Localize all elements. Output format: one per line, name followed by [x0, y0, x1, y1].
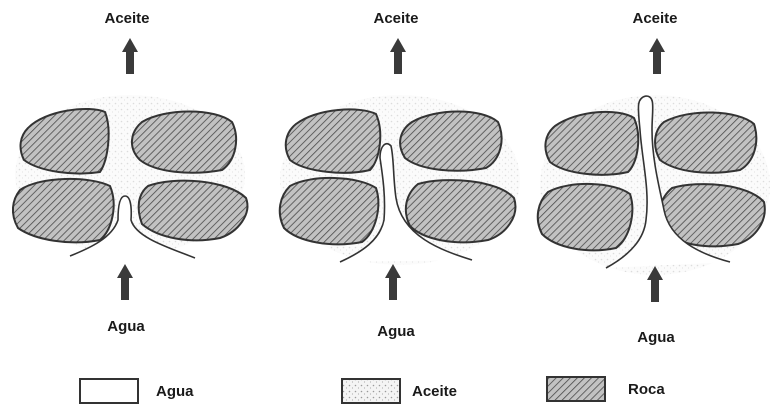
rock-grain [280, 178, 379, 244]
rock-grain [286, 109, 381, 172]
legend-label-oil: Aceite [412, 383, 457, 400]
rock-grain [655, 112, 756, 172]
panel-1-bottom-label: Agua [107, 318, 145, 335]
rock-grain [538, 184, 633, 250]
rock-grain [139, 181, 248, 241]
rock-grain [545, 112, 638, 175]
panel-3-top-label: Aceite [632, 10, 677, 27]
panel-3 [538, 95, 770, 275]
water-up-arrow [385, 264, 401, 300]
panel-3-bottom-label: Agua [637, 329, 675, 346]
rock-grain [132, 112, 236, 173]
rock-grain [21, 109, 109, 174]
oil-up-arrow [649, 38, 665, 74]
rock-grain [13, 179, 114, 242]
water-up-arrow [117, 264, 133, 300]
legend-swatch-water [80, 379, 138, 403]
rock-grain [400, 112, 501, 171]
oil-up-arrow [390, 38, 406, 74]
panel-2-bottom-label: Agua [377, 323, 415, 340]
legend-swatch-oil [342, 379, 400, 403]
legend-label-rock: Roca [628, 381, 665, 398]
rock-grain [406, 180, 516, 242]
panel-1-top-label: Aceite [104, 10, 149, 27]
legend-swatch-rock [547, 377, 605, 401]
panel-2-top-label: Aceite [373, 10, 418, 27]
panel-2 [280, 95, 520, 265]
oil-up-arrow [122, 38, 138, 74]
panel-1 [13, 95, 248, 258]
legend-label-water: Agua [156, 383, 194, 400]
